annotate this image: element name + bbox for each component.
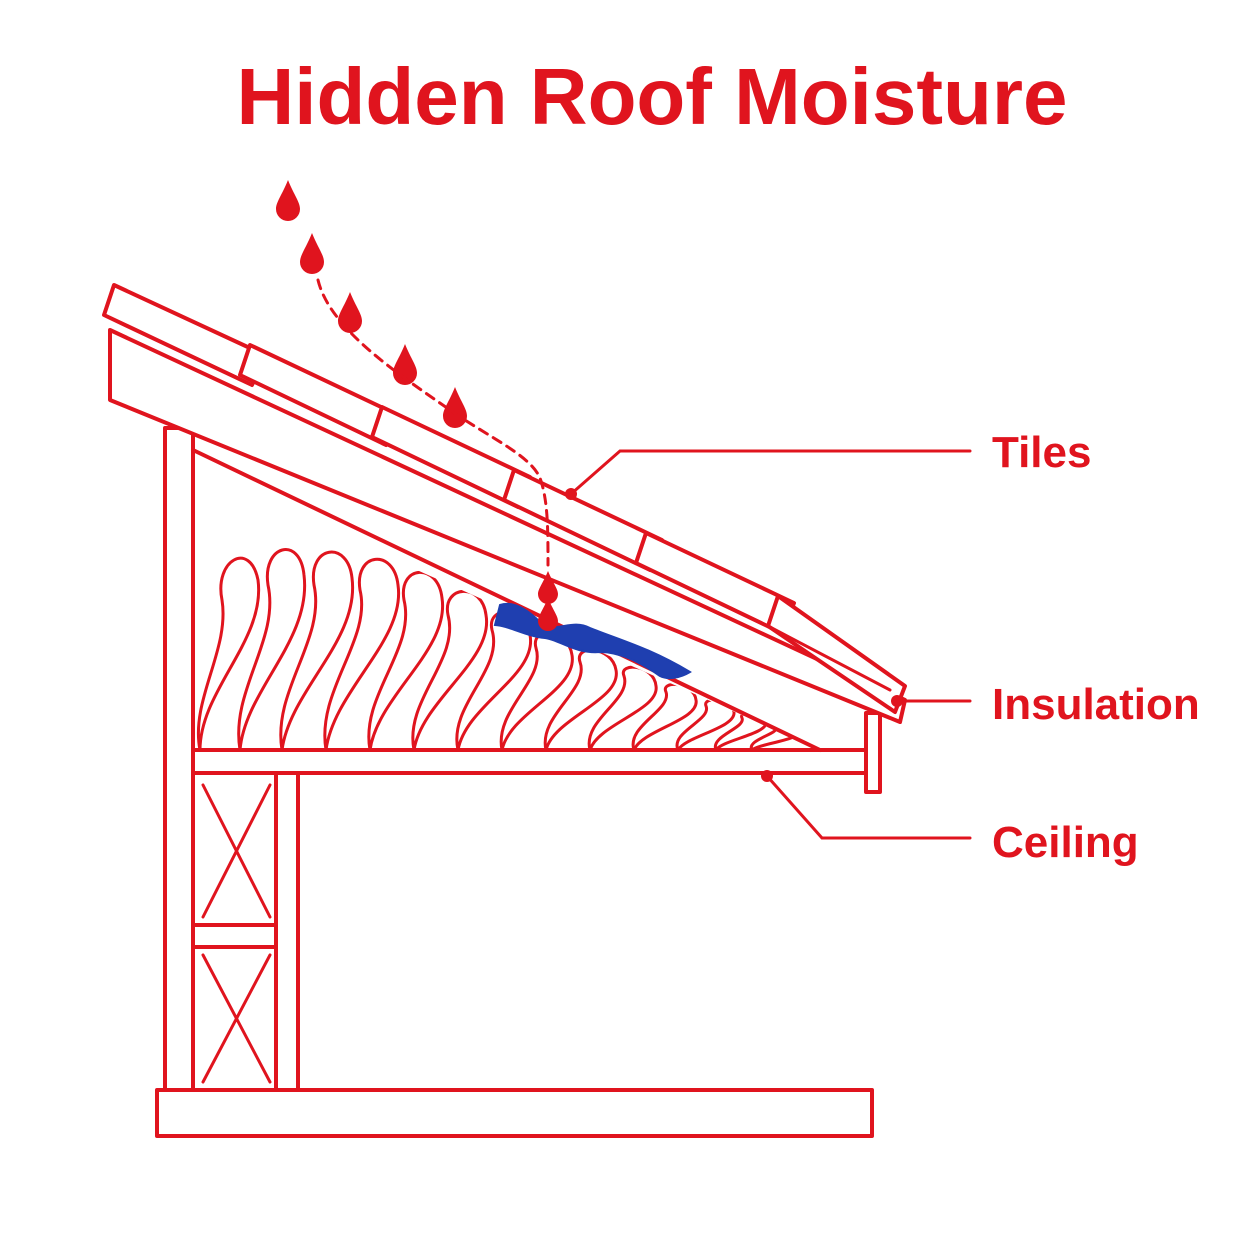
roof-deck (108, 328, 907, 724)
rafter-underside (191, 448, 822, 752)
label-tiles: Tiles (992, 428, 1091, 477)
roof-tiles (102, 283, 907, 714)
water-drop-icon (538, 571, 558, 604)
label-ceiling: Ceiling (992, 818, 1139, 867)
water-path (316, 278, 550, 567)
wall-post (163, 426, 195, 1092)
callout-ceiling (761, 770, 972, 840)
fascia-board (864, 711, 882, 794)
diagram-title: Hidden Roof Moisture (236, 52, 1067, 141)
water-drop-icon (276, 180, 300, 221)
wall-stud-frame (191, 771, 300, 1092)
water-drop-icon (338, 292, 362, 333)
callout-tiles (565, 449, 972, 500)
water-drop-icon (300, 233, 324, 274)
ceiling-joist (191, 748, 868, 775)
callout-insulation (891, 695, 972, 707)
label-insulation: Insulation (992, 680, 1200, 729)
water-drop-icon (538, 598, 558, 631)
floor-plate (155, 1088, 874, 1138)
